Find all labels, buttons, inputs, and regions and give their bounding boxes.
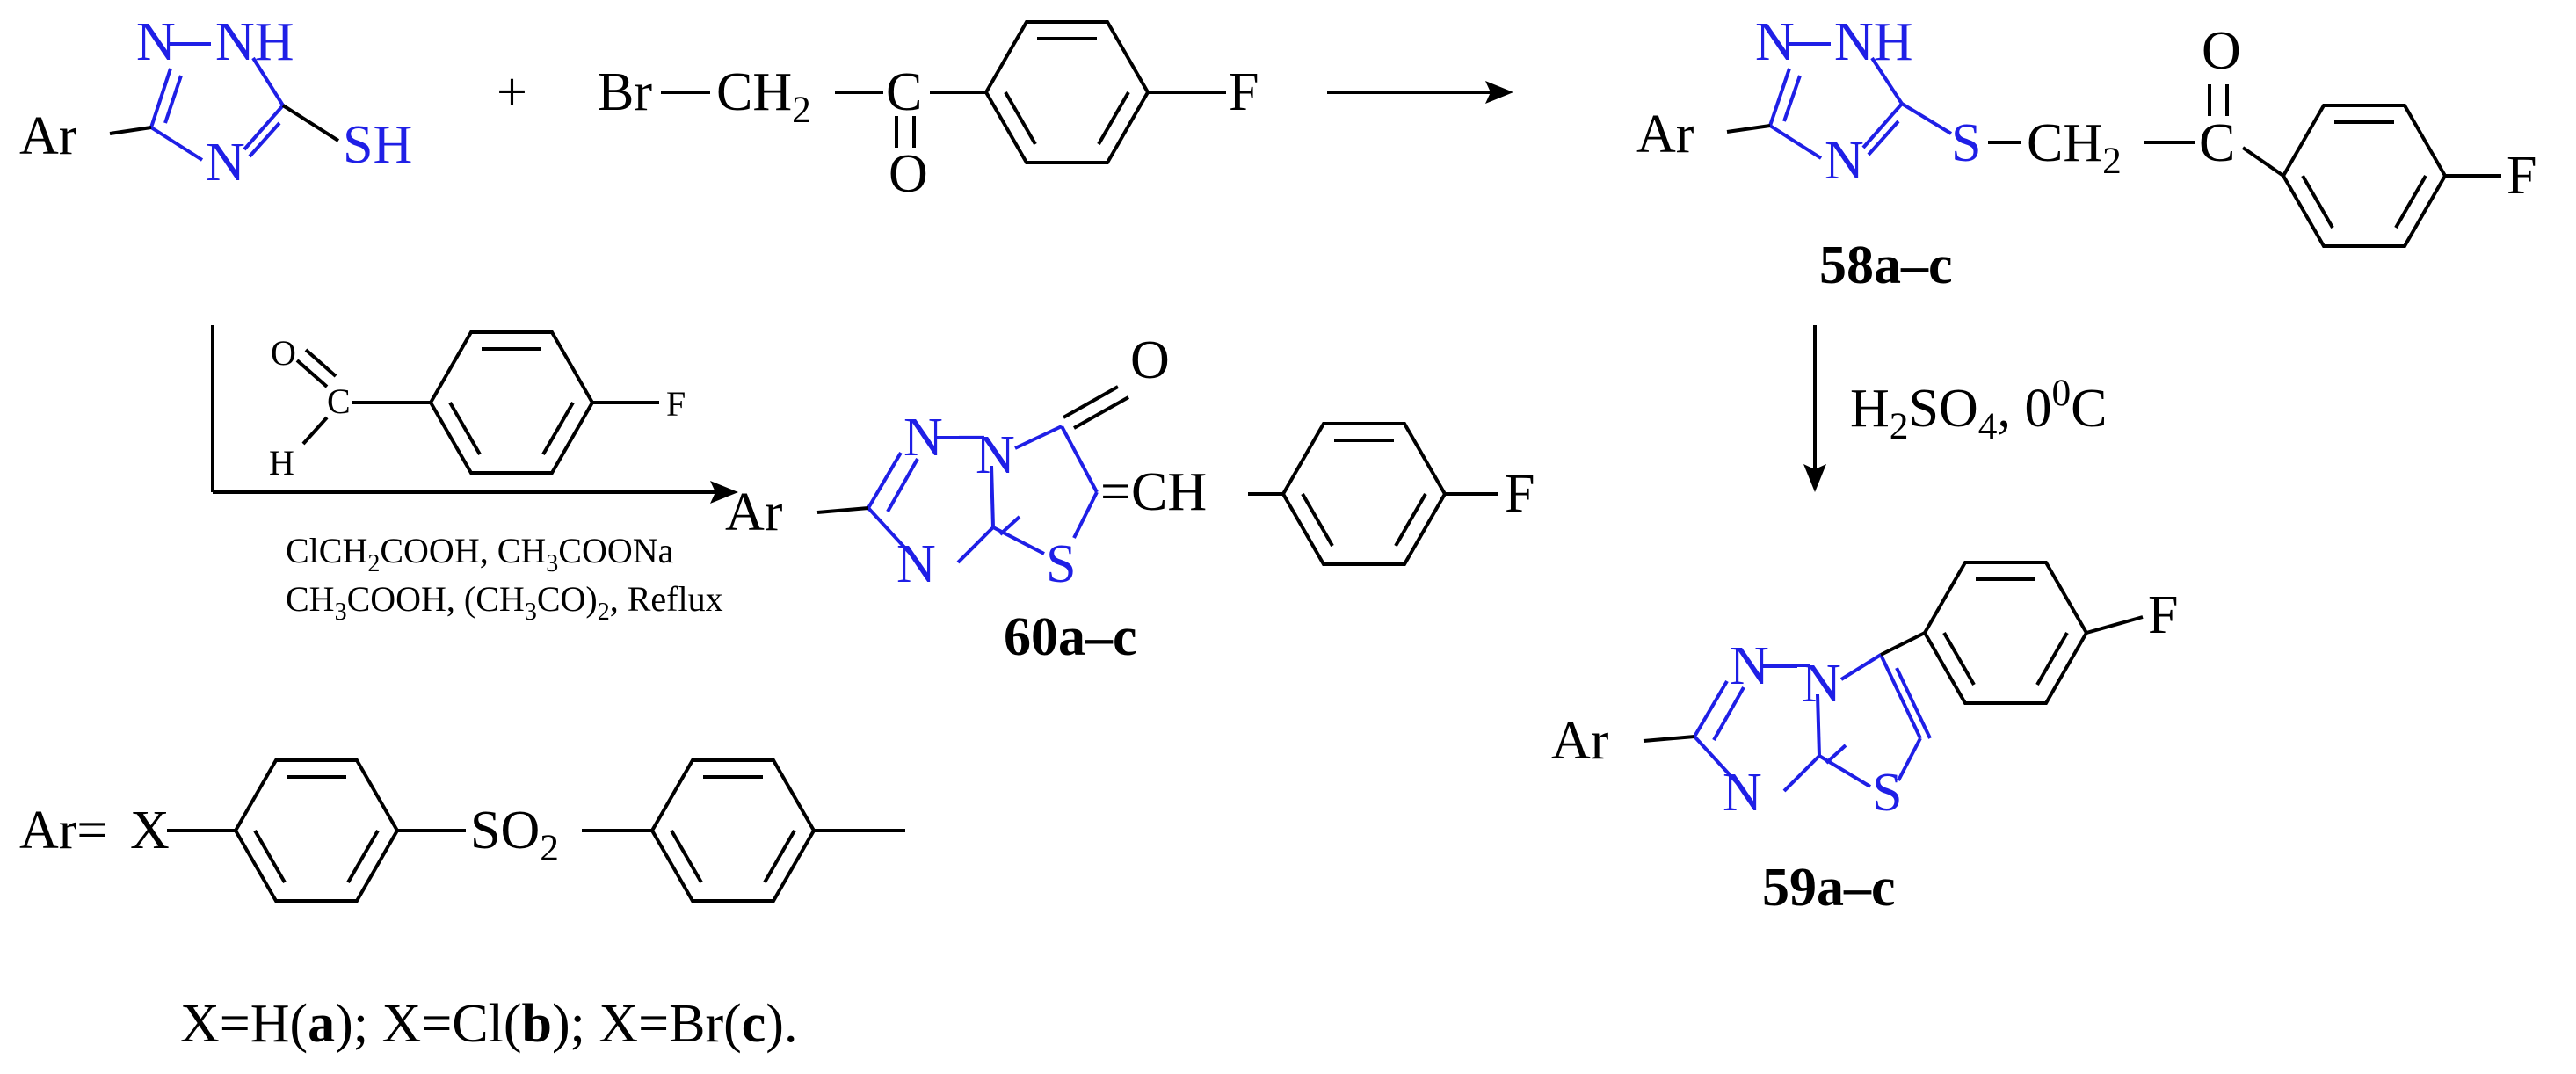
atom-s: S — [1872, 763, 1902, 823]
cyclization-arrow — [1803, 325, 1826, 492]
atom-n: N — [896, 534, 936, 594]
atom-f: F — [2148, 585, 2178, 645]
atom-nh: NH — [215, 12, 294, 72]
three-component-arrow — [211, 325, 738, 504]
atom-o: O — [1130, 330, 1170, 390]
atom-n: N — [1723, 763, 1762, 823]
atom-o: O — [2202, 21, 2241, 81]
atom-n: N — [1802, 654, 1841, 714]
atom-o: O — [271, 333, 296, 373]
atom-s: S — [1046, 534, 1076, 594]
atom-n: N — [1730, 636, 1769, 696]
atom-sh: SH — [343, 115, 412, 175]
atom-n: N — [903, 408, 943, 468]
atom-n: N — [206, 133, 245, 192]
plus-sign: + — [497, 62, 527, 122]
atom-br: Br — [598, 62, 652, 122]
reaction-arrow — [1327, 81, 1513, 104]
bromoacetophenone-structure: Br CH2 C O F — [598, 20, 1259, 204]
atom-eq-ch: =CH — [1100, 462, 1207, 522]
atom-f: F — [1229, 62, 1259, 122]
atom-ar: Ar — [1551, 711, 1609, 771]
atom-n: N — [976, 425, 1015, 485]
atom-c: C — [886, 62, 922, 122]
atom-dash: − — [956, 408, 987, 468]
atom-n: N — [136, 12, 176, 72]
ar-definition: Ar= X SO2 — [19, 758, 905, 903]
atom-ch2: CH2 — [2027, 113, 2122, 182]
atom-ch2: CH2 — [716, 62, 811, 131]
atom-f: F — [2507, 146, 2536, 206]
atom-nh: NH — [1834, 12, 1913, 72]
compound-label-59: 59a–c — [1762, 858, 1896, 918]
atom-dash: − — [1782, 636, 1813, 696]
triazole-thiol-structure: N NH N Ar SH — [19, 12, 412, 192]
product-59-structure: N − N N S Ar F — [1551, 561, 2178, 823]
atom-n: N — [1755, 12, 1795, 72]
atom-f: F — [666, 384, 686, 424]
atom-h: H — [269, 443, 294, 483]
atom-n: N — [1825, 131, 1864, 191]
reagent-line-2: CH3COOH, (CH3CO)2, Reflux — [286, 579, 723, 626]
product-58-structure: N NH N Ar S CH2 C O F — [1636, 12, 2536, 248]
ar-prefix: Ar= — [19, 801, 107, 860]
product-60-structure: O N − N N S Ar =CH F — [725, 330, 1535, 594]
compound-label-58: 58a–c — [1819, 236, 1953, 295]
reagent-line-1: ClCH2COOH, CH3COONa — [286, 531, 674, 577]
x-definition: X=H(a); X=Cl(b); X=Br(c). — [180, 994, 797, 1054]
atom-ar: Ar — [19, 106, 77, 166]
atom-o: O — [889, 144, 928, 204]
atom-x: X — [130, 801, 170, 860]
fluorobenzaldehyde-structure: O C H F — [269, 330, 686, 483]
sulfonyl-group: SO2 — [470, 801, 559, 869]
atom-c: C — [2199, 113, 2235, 173]
atom-f: F — [1505, 464, 1535, 524]
atom-s: S — [1951, 113, 1981, 173]
reagent-h2so4: H2SO4, 00C — [1850, 372, 2108, 447]
compound-label-60: 60a–c — [1004, 607, 1137, 667]
atom-ar: Ar — [725, 483, 783, 542]
atom-ar: Ar — [1636, 105, 1694, 164]
atom-c: C — [327, 381, 351, 421]
